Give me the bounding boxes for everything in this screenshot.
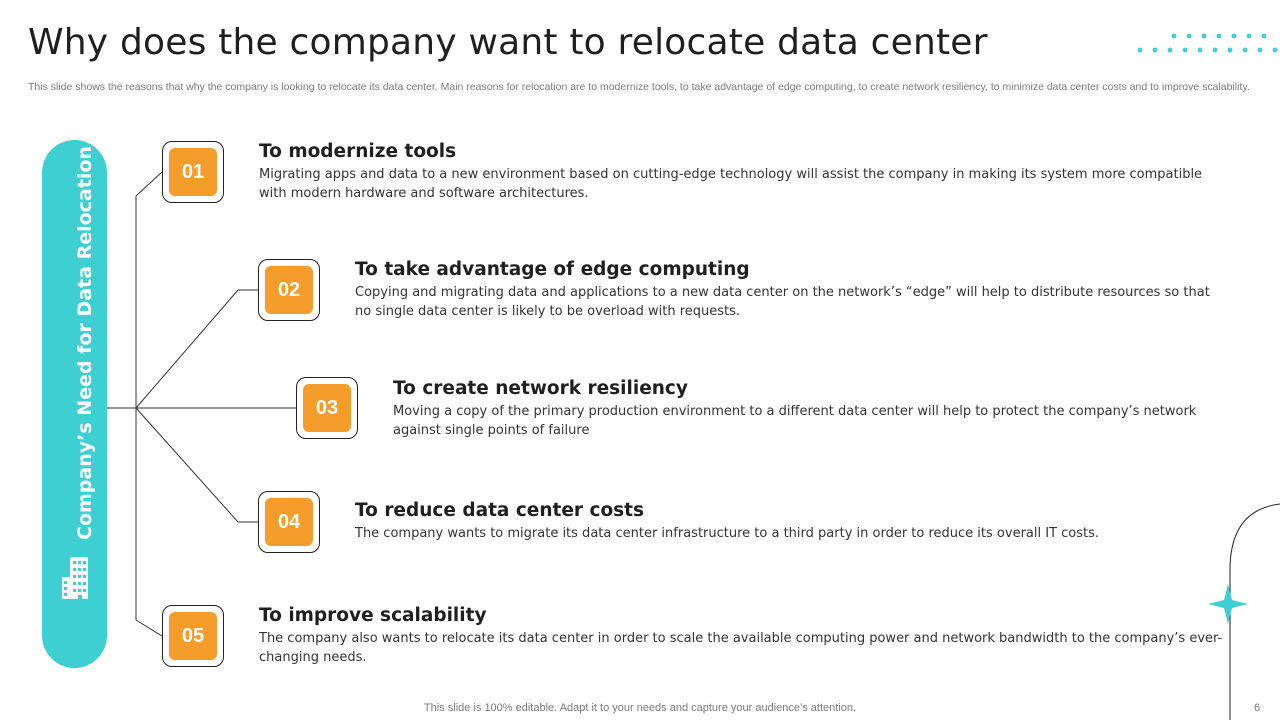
reason-item-5: To improve scalability The company also … — [259, 605, 1224, 667]
reason-heading: To reduce data center costs — [355, 500, 645, 521]
reason-item-1: To modernize tools Migrating apps and da… — [259, 141, 1224, 203]
number-badge-01: 01 — [162, 141, 224, 203]
building-icon — [62, 557, 88, 599]
reason-heading: To take advantage of edge computing — [355, 259, 750, 280]
reason-text: The company also wants to relocate its d… — [259, 631, 1223, 665]
reason-item-3: To create network resiliency Moving a co… — [393, 378, 1203, 440]
reason-item-2: To take advantage of edge computing Copy… — [355, 259, 1225, 321]
page-number: 6 — [1254, 702, 1261, 714]
reason-item-4: To reduce data center costs The company … — [355, 500, 1225, 543]
reason-text: Moving a copy of the primary production … — [393, 404, 1197, 438]
reason-text: Copying and migrating data and applicati… — [355, 285, 1210, 319]
footer-note: This slide is 100% editable. Adapt it to… — [423, 702, 857, 714]
number-badge-02: 02 — [258, 259, 320, 321]
reason-text: The company wants to migrate its data ce… — [355, 526, 1100, 541]
decorative-dots — [1137, 33, 1278, 53]
number-badge-05: 05 — [162, 605, 224, 667]
sparkle-arc-decoration — [1208, 503, 1280, 720]
number-badge-03: 03 — [296, 377, 358, 439]
reason-text: Migrating apps and data to a new environ… — [259, 167, 1203, 201]
slide-title: Why does the company want to relocate da… — [28, 22, 988, 63]
number-badge-04: 04 — [258, 491, 320, 553]
reason-heading: To improve scalability — [259, 605, 487, 626]
slide-subtitle: This slide shows the reasons that why th… — [28, 81, 1250, 93]
reason-heading: To modernize tools — [259, 141, 457, 162]
reason-heading: To create network resiliency — [393, 378, 688, 399]
